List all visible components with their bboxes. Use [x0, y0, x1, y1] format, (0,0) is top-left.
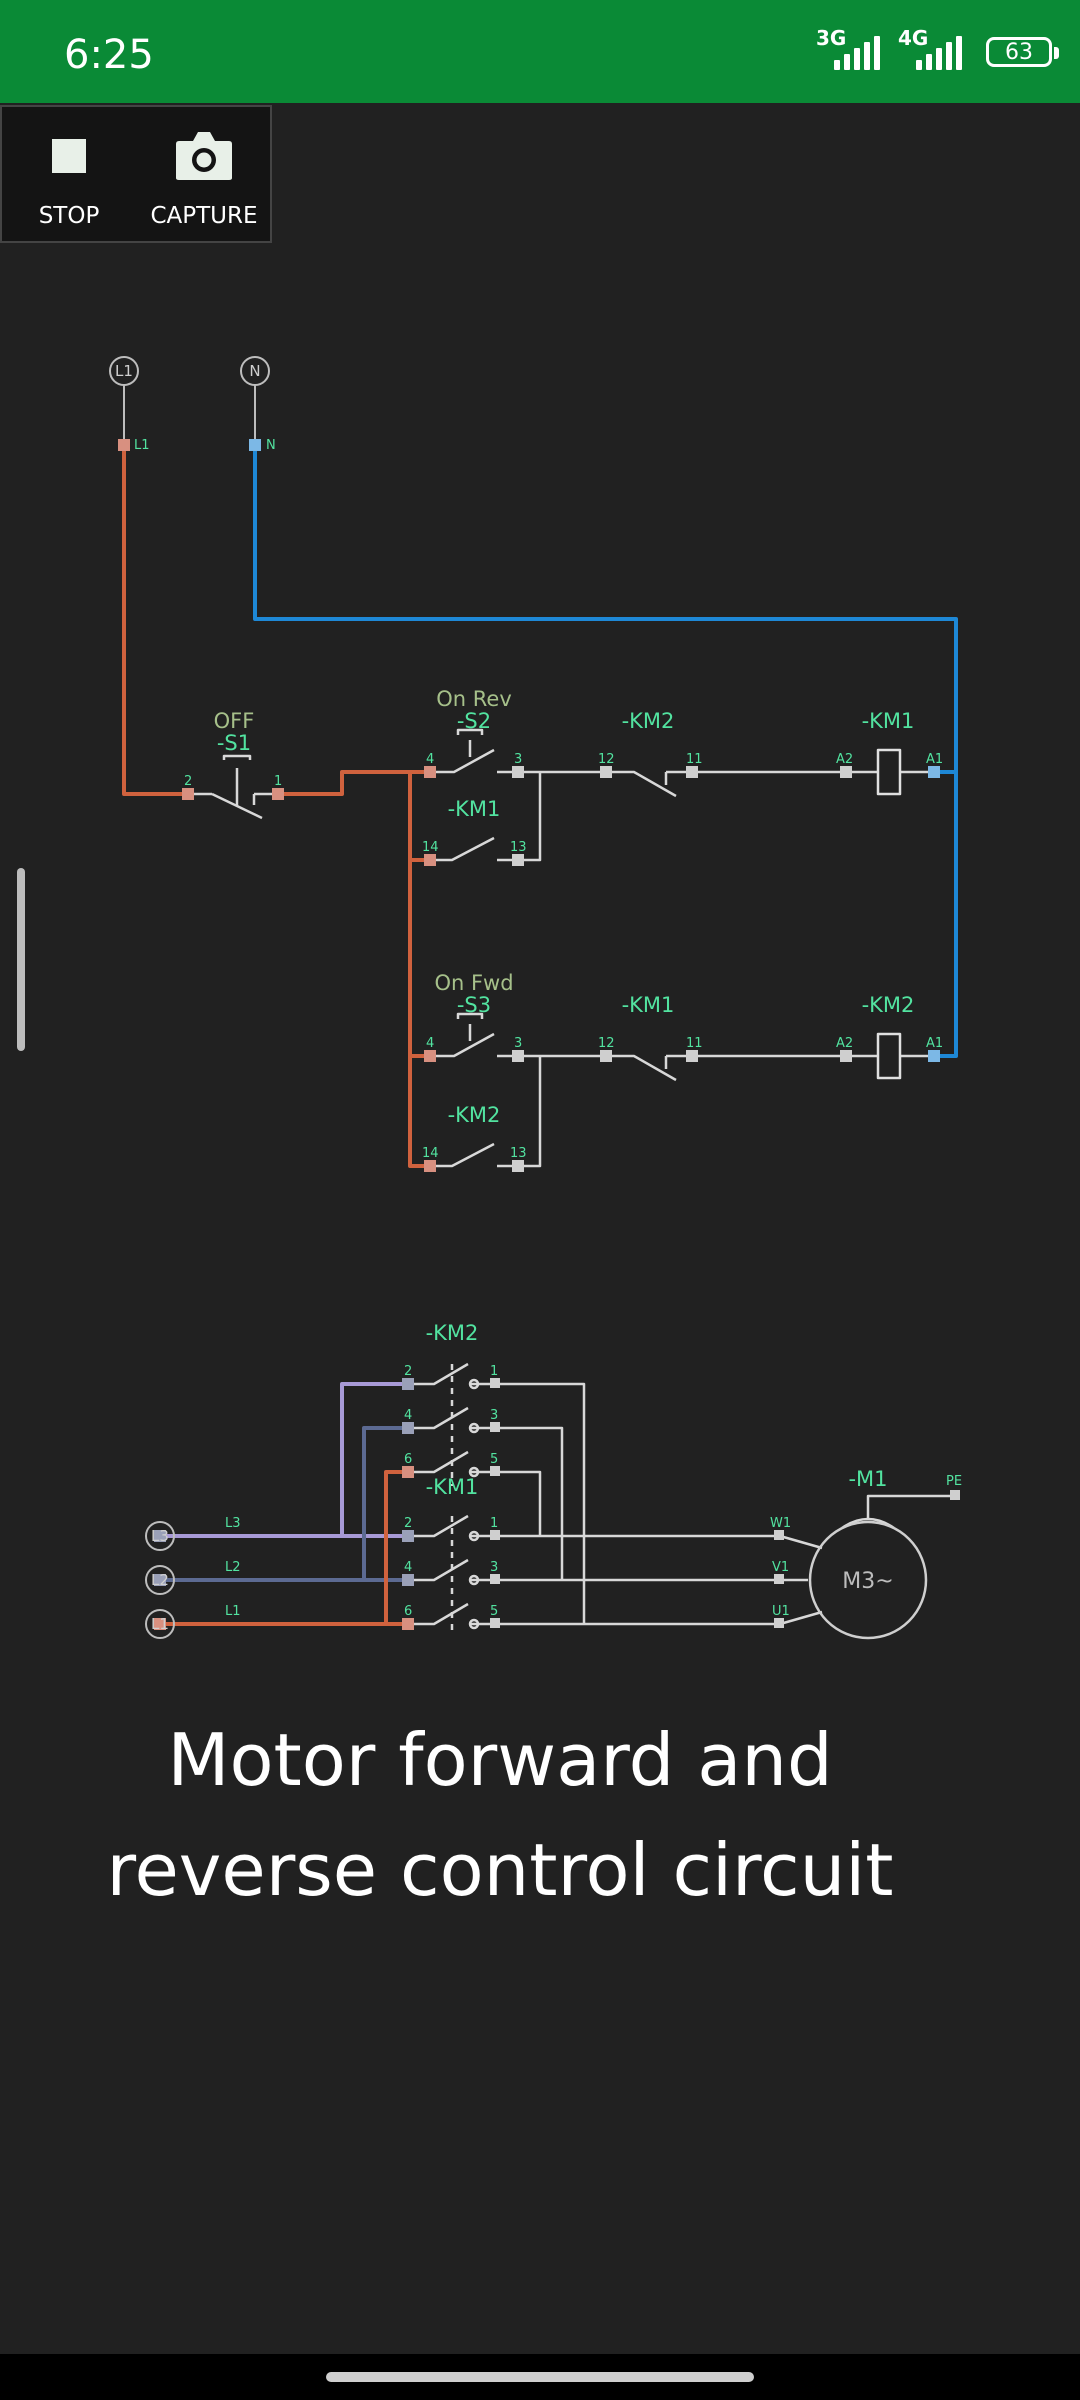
- power-l2-wire: [160, 1426, 408, 1582]
- supply-l1-label: L1: [115, 362, 133, 380]
- s3-tag: -S3: [457, 993, 491, 1017]
- km1-terminal-4: 4: [404, 1560, 412, 1575]
- s2-terminal-4: 4: [426, 752, 434, 767]
- row1-terminal-14: 14: [422, 840, 439, 855]
- s1-terminal-2: 2: [184, 774, 192, 789]
- stop-label: STOP: [38, 203, 100, 229]
- row2-interlock-tag: -KM1: [622, 993, 675, 1017]
- row1-interlock-tag: -KM2: [622, 709, 675, 733]
- row2-wires: [430, 1012, 934, 1168]
- s2-terminal-3: 3: [514, 752, 522, 767]
- km1-terminal-5: 5: [490, 1604, 498, 1619]
- s2-tag: -S2: [457, 709, 491, 733]
- terminal-l2-label: L2: [225, 1560, 241, 1575]
- stop-icon: [52, 139, 86, 173]
- km1-terminal-1: 1: [490, 1516, 498, 1531]
- power-contacts: [408, 1362, 956, 1632]
- km1-coil: [876, 748, 902, 796]
- row1-terminal-13: 13: [510, 840, 527, 855]
- phase-l2-label: L2: [151, 1571, 169, 1589]
- battery-level: 63: [1005, 39, 1033, 65]
- power-km1-tag: -KM1: [426, 1475, 479, 1499]
- terminal-l1-label: L1: [225, 1604, 241, 1619]
- s3-terminal-4: 4: [426, 1036, 434, 1051]
- supply-n-label: N: [249, 362, 260, 380]
- status-time: 6:25: [64, 32, 154, 78]
- terminal-n-label: N: [266, 438, 276, 453]
- motor-label: M3~: [842, 1569, 893, 1594]
- power-l1-wire: [160, 1470, 408, 1626]
- km1-a2-label: A2: [836, 752, 853, 767]
- battery-icon: 63: [986, 37, 1059, 67]
- km1-a1-label: A1: [926, 752, 943, 767]
- km2-a1-label: A1: [926, 1036, 943, 1051]
- power-l3-wire: [160, 1382, 408, 1538]
- motor-terminal-u1: U1: [772, 1604, 790, 1619]
- home-gesture-handle[interactable]: [326, 2372, 754, 2382]
- km2-coil-tag: -KM2: [862, 993, 915, 1017]
- row2-seal-tag: -KM2: [448, 1103, 501, 1127]
- l1-control-wire: [122, 445, 430, 1168]
- caption-line-1: Motor forward and: [167, 1718, 833, 1802]
- status-bar: 6:25 3G 4G 63: [0, 0, 1080, 103]
- km2-terminal-1: 1: [490, 1364, 498, 1379]
- s1-state-label: OFF: [214, 709, 255, 733]
- km2-terminal-3: 3: [490, 1408, 498, 1423]
- row2-terminal-11: 11: [686, 1036, 703, 1051]
- caption-line-2: reverse control circuit: [106, 1828, 894, 1912]
- row2-terminal-14: 14: [422, 1146, 439, 1161]
- neutral-wire: [253, 445, 958, 1058]
- row2-terminal-13: 13: [510, 1146, 527, 1161]
- signal-4g-icon: 4G: [898, 26, 966, 74]
- km2-terminal-5: 5: [490, 1452, 498, 1467]
- s2-state-label: On Rev: [436, 687, 512, 711]
- km1-terminal-3: 3: [490, 1560, 498, 1575]
- row1-terminal-12: 12: [598, 752, 615, 767]
- terminal-l1-label: L1: [134, 438, 150, 453]
- status-icons: 3G 4G 63: [816, 26, 1059, 74]
- motor-terminal-v1: V1: [772, 1560, 789, 1575]
- circuit-diagram: L1 N L3 L2 L1 L1 N 2 1 4 3 12 11 A2 A1 1…: [109, 356, 962, 1640]
- km1-terminal-2: 2: [404, 1516, 412, 1531]
- navigation-bar: [0, 2354, 1080, 2400]
- km2-coil: [876, 1032, 902, 1080]
- phase-l1-label: L1: [151, 1615, 169, 1633]
- row2-terminal-12: 12: [598, 1036, 615, 1051]
- km1-coil-tag: -KM1: [862, 709, 915, 733]
- km2-terminal-2: 2: [404, 1364, 412, 1379]
- km2-terminal-4: 4: [404, 1408, 412, 1423]
- side-drag-handle[interactable]: [17, 868, 25, 1051]
- motor-tag: -M1: [848, 1467, 887, 1491]
- camera-icon: [176, 132, 232, 180]
- row1-wires: [430, 728, 934, 862]
- terminal-markers: [118, 439, 960, 1630]
- screen-recorder-panel: STOP CAPTURE: [0, 105, 272, 243]
- km1-terminal-6: 6: [404, 1604, 412, 1619]
- row1-terminal-11: 11: [686, 752, 703, 767]
- motor-m1: [808, 1520, 928, 1640]
- km2-a2-label: A2: [836, 1036, 853, 1051]
- s1-contact: [188, 754, 278, 820]
- row1-seal-tag: -KM1: [448, 797, 501, 821]
- motor-pe-label: PE: [946, 1474, 962, 1489]
- stop-button[interactable]: STOP: [2, 107, 136, 241]
- s3-state-label: On Fwd: [434, 971, 513, 995]
- terminal-l3-label: L3: [225, 1516, 241, 1531]
- power-km2-tag: -KM2: [426, 1321, 479, 1345]
- km2-terminal-6: 6: [404, 1452, 412, 1467]
- s1-tag: -S1: [217, 731, 251, 755]
- capture-label: CAPTURE: [150, 203, 258, 229]
- motor-terminal-w1: W1: [770, 1516, 791, 1531]
- s1-terminal-1: 1: [274, 774, 282, 789]
- phase-l3-label: L3: [151, 1527, 169, 1545]
- signal-3g-icon: 3G: [816, 26, 884, 74]
- s3-terminal-3: 3: [514, 1036, 522, 1051]
- capture-button[interactable]: CAPTURE: [136, 107, 272, 241]
